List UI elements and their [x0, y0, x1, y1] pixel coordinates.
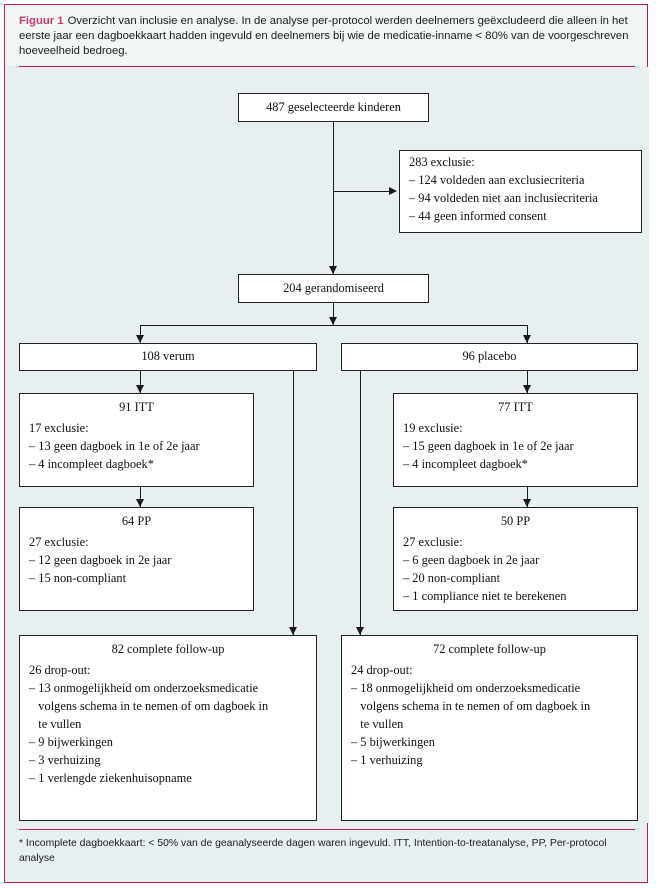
arrowhead-randomised — [329, 266, 337, 274]
node-randomised: 204 gerandomiseerd — [238, 274, 429, 303]
node-itt-verum-title: 91 ITT — [119, 400, 154, 414]
node-pp-placebo-item-0: – 6 geen dagboek in 2e jaar — [403, 552, 540, 567]
node-followup-placebo-item-1: – 5 bijwerkingen — [351, 734, 435, 749]
node-pp-verum-heading: 27 exclusie: — [29, 534, 89, 549]
node-arm-placebo-title: 96 placebo — [462, 349, 517, 363]
node-followup-verum-item-0: – 13 onmogelijkheid om onderzoeksmedicat… — [29, 680, 269, 731]
arrowhead-itt-placebo — [523, 385, 531, 393]
connector-verum-bypass-followup — [293, 371, 295, 635]
node-excluded-heading: 283 exclusie: — [409, 155, 475, 169]
connector-placebo-bypass-followup — [360, 371, 362, 635]
node-followup-verum-item-2: – 3 verhuizing — [29, 752, 101, 767]
node-itt-placebo-title: 77 ITT — [498, 400, 533, 414]
figure-footnote: * Incomplete dagboekkaart: < 50% van de … — [19, 838, 607, 864]
footnote-divider — [19, 829, 635, 830]
connector-screened-to-excluded — [333, 191, 391, 193]
node-followup-verum: 82 complete follow-up 26 drop-out: – 13 … — [19, 635, 317, 821]
connector-placebo-to-itt — [527, 371, 529, 393]
node-screened-title: 487 geselecteerde kinderen — [266, 99, 401, 114]
node-itt-placebo-item-0: – 15 geen dagboek in 1e of 2e jaar — [403, 438, 574, 453]
connector-split-right — [527, 325, 529, 343]
node-arm-verum: 108 verum — [19, 343, 317, 371]
node-followup-placebo-title: 72 complete follow-up — [433, 642, 546, 656]
arrowhead-pp-verum — [136, 499, 144, 507]
node-itt-verum-body: 17 exclusie: – 13 geen dagboek in 1e of … — [20, 417, 253, 479]
connector-itt-to-pp-verum — [140, 487, 142, 507]
connector-verum-to-itt — [140, 371, 142, 393]
node-excluded-body: 283 exclusie: – 124 voldeden aan exclusi… — [400, 151, 641, 231]
node-pp-placebo-item-2: – 1 compliance niet te berekenen — [403, 588, 567, 603]
arrowhead-itt-verum — [136, 385, 144, 393]
node-followup-placebo-item-2: – 1 verhuizing — [351, 752, 423, 767]
node-excluded-item-0: – 124 voldeden aan exclusiecriteria — [409, 172, 585, 187]
node-itt-verum-item-1: – 4 incompleet dagboek* — [29, 456, 154, 471]
connector-randomised-stem — [333, 303, 335, 325]
figure-caption-text: Overzicht van inclusie en analyse. In de… — [19, 15, 629, 58]
node-followup-verum-heading: 26 drop-out: — [29, 662, 91, 677]
connector-split-horizontal — [140, 325, 528, 327]
node-pp-verum-body: 27 exclusie: – 12 geen dagboek in 2e jaa… — [20, 531, 253, 593]
node-screened: 487 geselecteerde kinderen — [238, 93, 429, 122]
node-followup-placebo-heading: 24 drop-out: — [351, 662, 413, 677]
node-pp-placebo-item-1: – 20 non-compliant — [403, 570, 501, 585]
node-pp-verum: 64 PP 27 exclusie: – 12 geen dagboek in … — [19, 507, 254, 611]
arrowhead-excluded — [389, 187, 397, 195]
node-pp-verum-item-0: – 12 geen dagboek in 2e jaar — [29, 552, 172, 567]
node-itt-placebo-body: 19 exclusie: – 15 geen dagboek in 1e of … — [394, 417, 637, 479]
node-excluded-item-2: – 44 geen informed consent — [409, 208, 547, 223]
node-pp-verum-item-1: – 15 non-compliant — [29, 570, 127, 585]
connector-itt-to-pp-placebo — [527, 487, 529, 507]
arrowhead-pp-placebo — [523, 499, 531, 507]
node-arm-placebo: 96 placebo — [341, 343, 638, 371]
node-followup-placebo: 72 complete follow-up 24 drop-out: – 18 … — [341, 635, 638, 821]
caption-divider — [19, 66, 635, 67]
node-itt-verum-item-0: – 13 geen dagboek in 1e of 2e jaar — [29, 438, 200, 453]
node-randomised-title: 204 gerandomiseerd — [283, 280, 384, 295]
arrowhead-arm-placebo — [523, 335, 531, 343]
node-excluded-item-1: – 94 voldeden niet aan inclusiecriteria — [409, 190, 598, 205]
figure-label: Figuur 1 — [19, 15, 64, 27]
connector-screened-to-randomised — [333, 122, 335, 274]
arrowhead-randomised-split — [329, 317, 337, 325]
node-followup-verum-body: 26 drop-out: – 13 onmogelijkheid om onde… — [20, 659, 316, 793]
node-pp-placebo-body: 27 exclusie: – 6 geen dagboek in 2e jaar… — [394, 531, 637, 611]
node-pp-placebo-title: 50 PP — [500, 514, 531, 528]
connector-split-left — [140, 325, 142, 343]
node-itt-placebo: 77 ITT 19 exclusie: – 15 geen dagboek in… — [393, 393, 638, 487]
node-pp-verum-title: 64 PP — [121, 514, 152, 528]
arrowhead-arm-verum — [136, 335, 144, 343]
node-followup-verum-item-1: – 9 bijwerkingen — [29, 734, 113, 749]
node-itt-placebo-heading: 19 exclusie: — [403, 420, 463, 435]
node-itt-verum: 91 ITT 17 exclusie: – 13 geen dagboek in… — [19, 393, 254, 487]
arrowhead-placebo-followup — [356, 627, 364, 635]
node-followup-verum-title: 82 complete follow-up — [111, 642, 225, 656]
node-followup-verum-item-3: – 1 verlengde ziekenhuisopname — [29, 770, 192, 785]
node-pp-placebo-heading: 27 exclusie: — [403, 534, 463, 549]
node-excluded: 283 exclusie: – 124 voldeden aan exclusi… — [399, 150, 642, 233]
node-followup-placebo-item-0: – 18 onmogelijkheid om onderzoeksmedicat… — [351, 680, 591, 731]
arrowhead-verum-followup — [289, 627, 297, 635]
node-pp-placebo: 50 PP 27 exclusie: – 6 geen dagboek in 2… — [393, 507, 638, 611]
node-followup-placebo-body: 24 drop-out: – 18 onmogelijkheid om onde… — [342, 659, 637, 775]
node-itt-placebo-item-1: – 4 incompleet dagboek* — [403, 456, 528, 471]
flowchart-canvas: 487 geselecteerde kinderen 283 exclusie:… — [5, 67, 649, 823]
node-itt-verum-heading: 17 exclusie: — [29, 420, 89, 435]
node-arm-verum-title: 108 verum — [141, 349, 195, 363]
